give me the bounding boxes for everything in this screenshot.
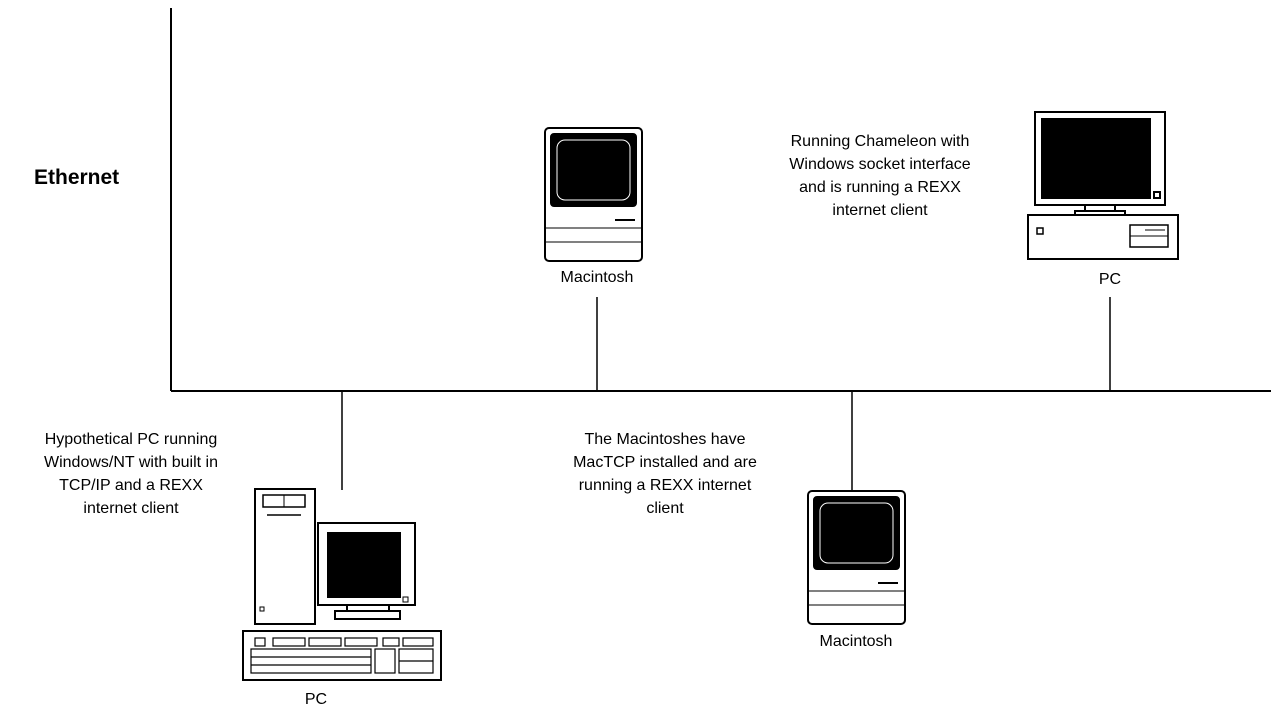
pc-bottom-left-label: PC (304, 691, 328, 708)
description-line: Hypothetical PC running (44, 431, 218, 448)
mac-bottom-label: Macintosh (819, 633, 893, 650)
description-line: internet client (832, 202, 928, 219)
description-line: and is running a REXX (799, 179, 961, 196)
note-line: The Macintoshes have (584, 431, 746, 448)
description-line: Running Chameleon with (790, 133, 970, 150)
pc-tower-computer-icon (242, 488, 442, 681)
description-line: TCP/IP and a REXX (59, 477, 203, 494)
description-line: Windows socket interface (789, 156, 971, 173)
pc-top-right-description: Running Chameleon with Windows socket in… (770, 130, 990, 222)
pc-desktop-computer-icon (1027, 111, 1179, 260)
description-line: internet client (83, 500, 179, 517)
mac-top-label: Macintosh (560, 269, 634, 286)
ethernet-label: Ethernet (34, 166, 120, 189)
pc-top-right-label: PC (1098, 271, 1122, 288)
macintoshes-note: The Macintoshes have MacTCP installed an… (540, 428, 790, 520)
connections (341, 297, 1111, 490)
macintosh-computer-icon (807, 490, 906, 625)
note-line: running a REXX internet (578, 477, 752, 494)
ethernet-bus (170, 8, 1271, 392)
note-line: MacTCP installed and are (573, 454, 757, 471)
note-line: client (646, 500, 684, 517)
description-line: Windows/NT with built in (44, 454, 218, 471)
pc-bottom-left-description: Hypothetical PC running Windows/NT with … (0, 428, 262, 520)
macintosh-computer-icon (544, 127, 643, 262)
